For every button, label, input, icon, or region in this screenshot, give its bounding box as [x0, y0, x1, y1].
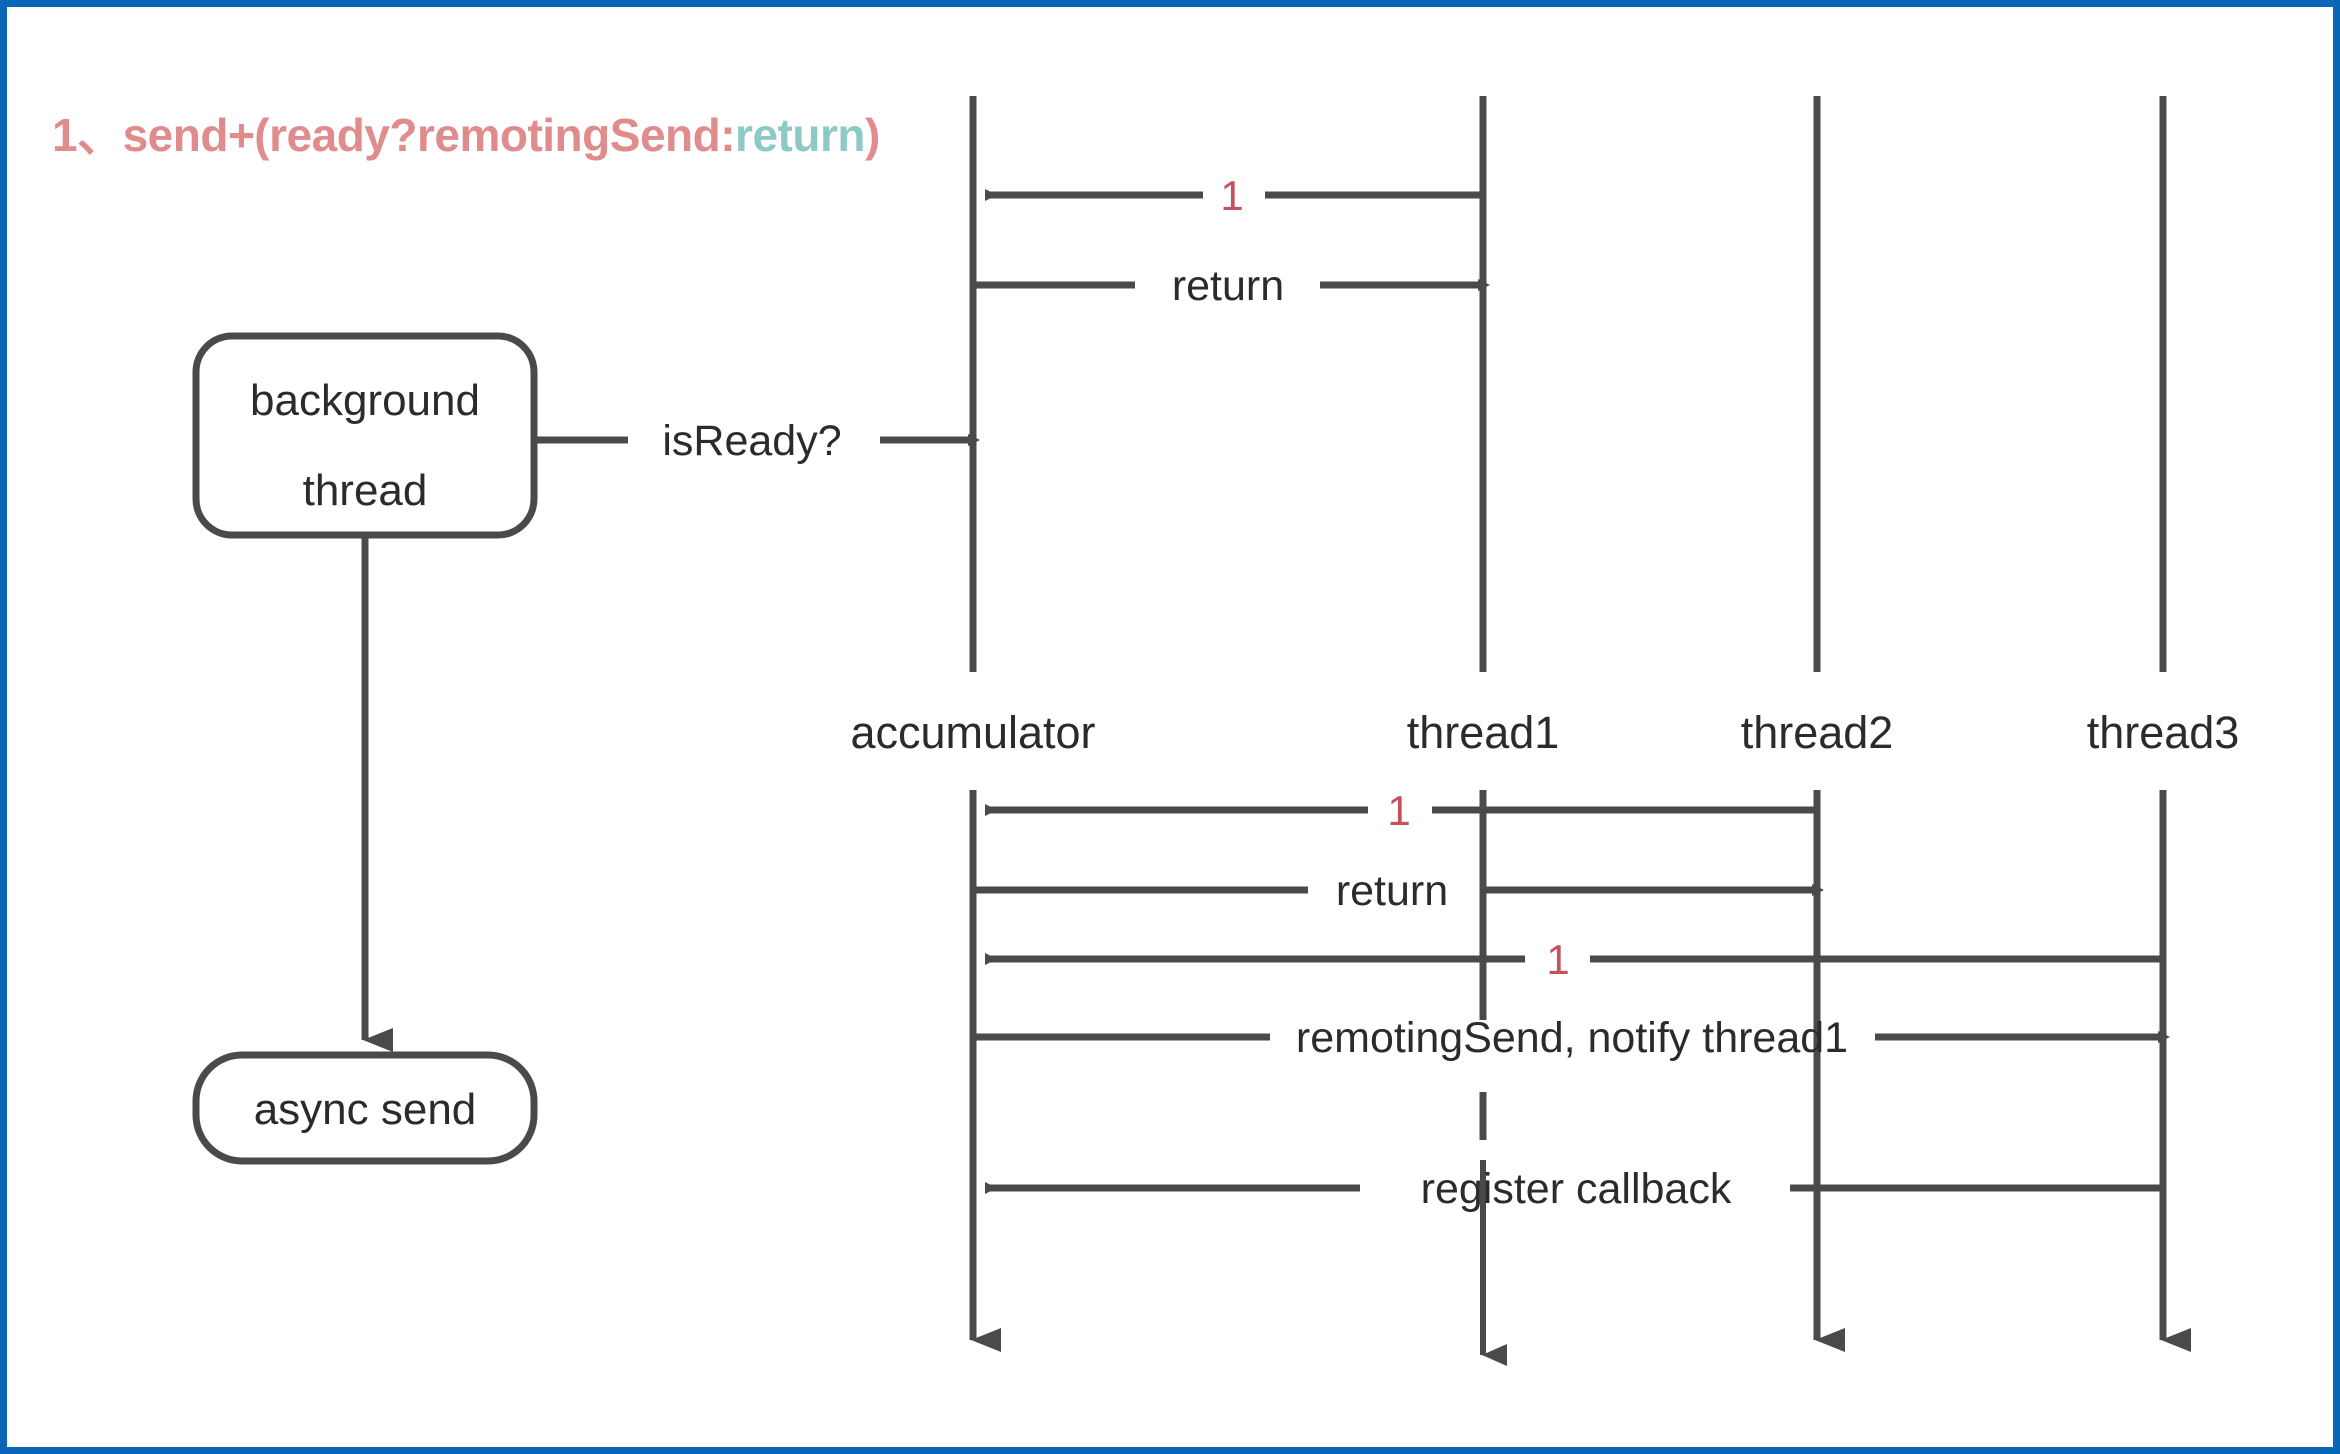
box-background-thread-line2: thread [303, 466, 428, 515]
title-suffix: ) [864, 109, 880, 161]
box-async-send[interactable]: async send [192, 1051, 538, 1165]
message-7: remotingSend, notify thread1 [973, 1014, 2170, 1062]
message-1-label: 1 [1220, 172, 1243, 219]
message-5-label: return [1336, 867, 1448, 915]
lifelines-top [969, 96, 2167, 672]
message-2: return [973, 262, 1490, 310]
lifeline-label-thread2: thread2 [1741, 707, 1894, 758]
message-4-label: 1 [1387, 787, 1410, 834]
lifeline-label-thread3: thread3 [2087, 707, 2240, 758]
message-7-label: remotingSend, notify thread1 [1296, 1014, 1848, 1062]
message-6-label: 1 [1546, 936, 1569, 983]
lifeline-label-thread1: thread1 [1407, 707, 1560, 758]
box-async-send-shape [192, 1051, 538, 1165]
box-background-thread[interactable]: background thread [192, 332, 538, 539]
diagram-title: 1、send+(ready?remotingSend:return) [52, 99, 880, 165]
message-5: return [973, 867, 1824, 915]
box-async-send-label: async send [254, 1085, 477, 1134]
message-4: 1 [985, 787, 1817, 834]
title-prefix: 1、send+(ready?remotingSend: [52, 109, 736, 161]
message-6: 1 [985, 936, 2163, 983]
message-3-label: isReady? [662, 417, 841, 465]
lifelines-bottom [969, 790, 2191, 1366]
message-8-label: register callback [1421, 1165, 1732, 1213]
message-8: register callback [985, 1165, 2163, 1213]
message-1: 1 [985, 172, 1483, 219]
message-3: isReady? [534, 417, 980, 465]
message-2-label: return [1172, 262, 1284, 310]
lifeline-label-accumulator: accumulator [850, 707, 1095, 758]
box-background-thread-line1: background [250, 376, 480, 425]
lifeline-labels: accumulator thread1 thread2 thread3 [850, 707, 2239, 758]
title-highlight: return [735, 109, 865, 161]
